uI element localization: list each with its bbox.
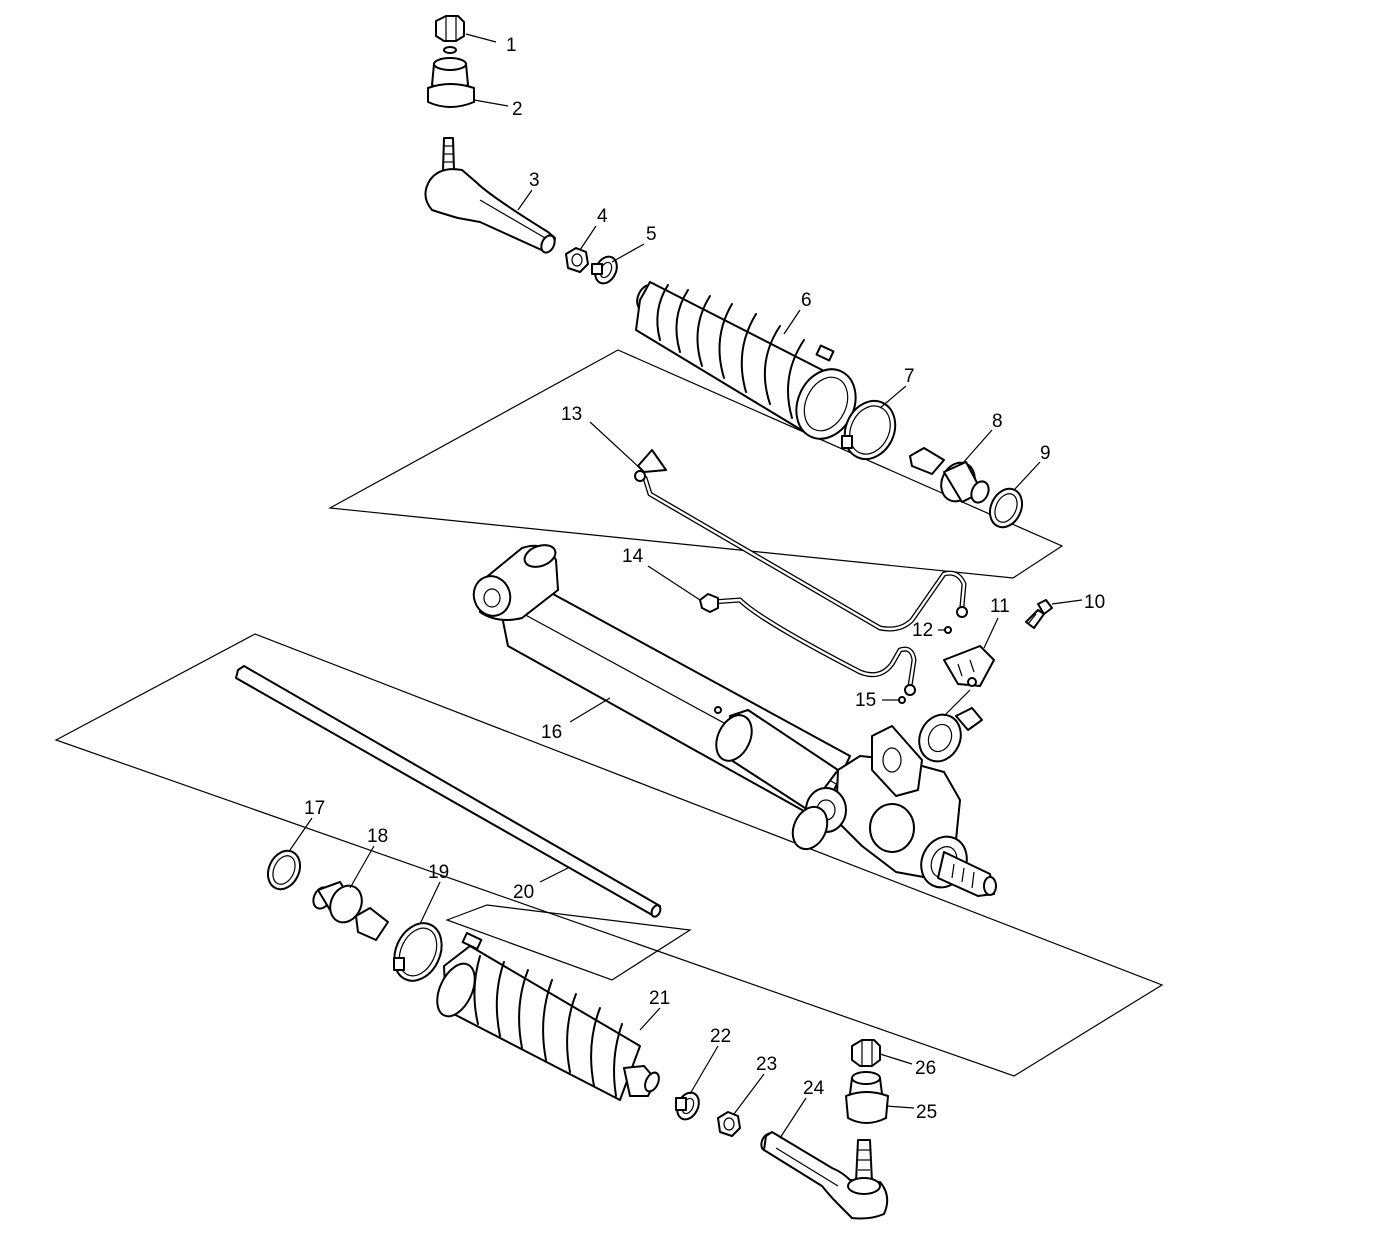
boot-part-6 [635,281,857,440]
upper-components-frame [328,349,1064,579]
leader-10 [1051,599,1083,605]
callout-3: 3 [529,170,540,191]
leader-6 [783,309,801,335]
outer-tie-rod-end-part-3 [424,137,556,254]
leader-lines [289,33,1083,1139]
clamp-part-22 [675,1091,700,1121]
leader-13 [589,421,643,471]
callout-2: 2 [512,99,523,120]
leader-26 [879,1053,913,1065]
inner-tie-rod-part-18 [312,881,389,941]
callout-22: 22 [710,1026,731,1047]
nut-part-26 [851,1039,881,1067]
leader-11b [943,689,971,717]
o-ring-part-15 [898,696,906,704]
callout-21: 21 [649,988,670,1009]
clip-part-11 [943,645,995,687]
inner-tie-rod-part-8 [909,447,990,504]
leader-22 [689,1045,719,1095]
leader-17 [289,817,313,851]
jam-nut-part-23 [717,1111,741,1137]
bolt-part-10 [1025,599,1053,629]
callout-19: 19 [428,862,449,883]
ring-part-17 [266,849,302,891]
callout-4: 4 [597,206,608,227]
callout-17: 17 [304,798,325,819]
boot-clamp-part-7 [841,399,897,461]
leader-5 [611,243,645,263]
leader-19 [419,881,441,925]
callout-24: 24 [803,1078,825,1099]
inner-tie-rod-frame [445,904,692,981]
outer-tie-rod-end-part-24 [760,1131,889,1220]
leader-8 [961,429,993,465]
steering-gear-housing-part-16 [472,544,997,897]
rack-part-20 [235,665,662,918]
callout-18: 18 [367,826,388,847]
callout-11: 11 [990,596,1010,617]
callout-20: 20 [513,882,534,903]
leader-23 [733,1073,765,1115]
callout-14: 14 [622,546,644,567]
pipe-part-14 [699,593,917,696]
leader-20 [539,867,569,883]
leader-4 [579,225,597,251]
callout-5: 5 [646,224,657,245]
jam-nut-part-4 [565,247,589,273]
callout-10: 10 [1084,592,1105,613]
ring-part-9 [988,487,1024,529]
leader-24 [779,1097,807,1139]
callout-labels: 1 2 3 4 5 6 7 8 9 10 11 12 13 14 15 16 1… [304,35,1105,1123]
nut-part-1 [435,15,465,54]
leader-1 [465,33,497,43]
leader-11 [983,617,999,649]
callout-8: 8 [992,411,1003,432]
leader-3 [517,189,533,211]
callout-25: 25 [916,1102,937,1123]
leader-9 [1013,461,1041,491]
callout-26: 26 [915,1058,936,1079]
leader-21 [639,1007,661,1031]
boot-part-21 [436,932,660,1101]
callout-12: 12 [912,620,933,641]
leader-14 [647,565,701,601]
clamp-part-5 [591,255,618,285]
lower-components-frame [54,633,1164,1077]
pipe-part-13 [634,449,968,632]
callout-1: 1 [506,35,517,56]
callout-9: 9 [1040,443,1051,464]
callout-13: 13 [561,404,582,425]
callout-23: 23 [756,1054,777,1075]
callout-7: 7 [904,366,915,387]
leader-16 [569,697,611,723]
seal-part-25 [845,1071,889,1124]
callout-15: 15 [855,690,876,711]
seal-part-2 [427,57,475,108]
leader-25 [885,1105,915,1109]
leader-7 [879,385,907,409]
leader-18 [349,845,375,889]
callout-6: 6 [801,290,812,311]
boot-clamp-part-19 [393,922,443,982]
leader-2 [473,99,509,107]
callout-16: 16 [541,722,562,743]
